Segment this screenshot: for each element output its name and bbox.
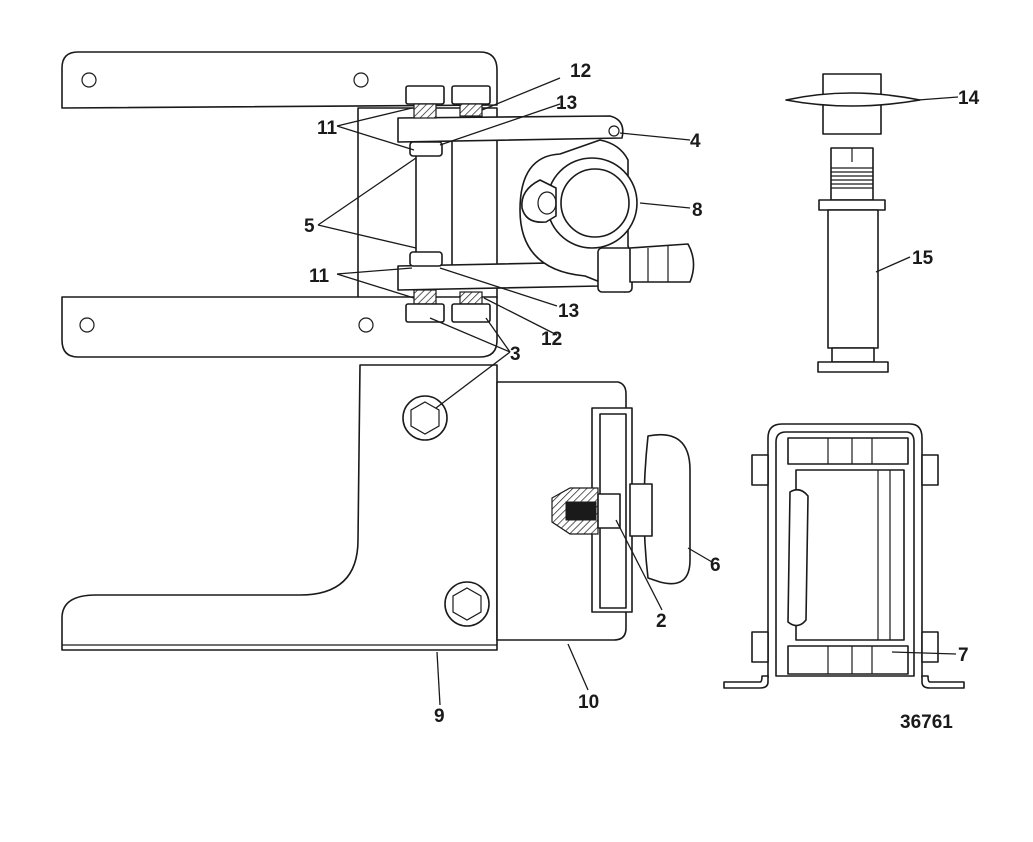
callout-3: 3: [510, 344, 521, 365]
bottom-washer-left: [413, 289, 437, 305]
part-14-cap: [785, 73, 921, 135]
bottom-washer-right: [459, 291, 483, 305]
side-top-block: [787, 437, 909, 465]
side-inner-body: [795, 469, 905, 641]
pivot-bushing-top: [409, 141, 443, 157]
callout-12-top: 12: [570, 61, 591, 82]
clamp-ear-hole: [537, 191, 557, 215]
bolt-lower-hex: [452, 587, 482, 621]
cap-flange: [785, 92, 921, 107]
bottom-nut-left: [405, 303, 445, 323]
callout-12-bottom: 12: [541, 329, 562, 350]
side-knob-bottom-right: [921, 631, 939, 663]
hinge-tube: [415, 139, 453, 269]
leader-lines: [317, 77, 959, 706]
callout-14: 14: [958, 88, 980, 109]
upper-arm-hole-right: [353, 72, 369, 88]
side-knob-top-right: [921, 454, 939, 486]
callout-8: 8: [692, 200, 703, 221]
side-knob-bottom-left: [751, 631, 769, 663]
clamp-ear: [521, 179, 557, 224]
bolt-lower: [444, 581, 490, 627]
callout-2: 2: [656, 611, 667, 632]
bottom-nut-right: [451, 303, 491, 323]
side-lever: [787, 488, 809, 627]
thumb-knob-stem: [629, 483, 653, 537]
callout-11-top: 11: [317, 118, 338, 139]
top-nut-left: [405, 85, 445, 105]
pin-shaft: [827, 209, 879, 349]
clamp-knob: [629, 243, 695, 283]
top-nut-right: [451, 85, 491, 105]
bottom-bracket-assembly: [61, 364, 691, 651]
callout-labels: 12 13 11 4 8 5 14 15 11 13 12 3 6 2 7 9 …: [304, 61, 980, 733]
lower-arm-hole-left: [79, 317, 95, 333]
pin-base: [831, 347, 875, 363]
top-bracket-assembly: [61, 51, 695, 358]
main-bracket-plate: [61, 364, 498, 651]
adjust-screw-collar: [597, 493, 621, 529]
side-knob-top-left: [751, 454, 769, 486]
side-view-assembly: [723, 423, 965, 689]
pin-collar: [818, 199, 886, 211]
lower-bracket-arm: [61, 296, 498, 358]
figure-number: 36761: [900, 712, 953, 733]
upper-arm-hole-left: [81, 72, 97, 88]
pin-knurl-lines: [831, 148, 873, 189]
top-washer-right: [459, 103, 483, 117]
top-washer-left: [413, 103, 437, 119]
part-15-pin: [817, 147, 889, 373]
callout-13-bottom: 13: [558, 301, 579, 322]
clamp-pivot-hole: [608, 125, 620, 137]
callout-10: 10: [578, 692, 599, 713]
side-foot-left: [723, 675, 769, 689]
clamp-boss: [597, 247, 633, 293]
callout-15: 15: [912, 248, 934, 269]
upper-clamp-arm: [397, 115, 624, 143]
callout-6: 6: [710, 555, 721, 576]
lower-arm-hole-right: [358, 317, 374, 333]
bolt-upper: [402, 395, 448, 441]
adjust-screw-core: [565, 501, 597, 521]
side-foot-right: [921, 675, 965, 689]
callout-13-top: 13: [556, 93, 577, 114]
callout-7: 7: [958, 645, 969, 666]
side-bottom-block: [787, 645, 909, 675]
clamp-ring-inner: [560, 168, 630, 238]
pin-foot: [817, 361, 889, 373]
callout-11-bottom: 11: [309, 266, 330, 287]
callout-4: 4: [690, 131, 701, 152]
upper-bracket-arm: [61, 51, 498, 109]
callout-5: 5: [304, 216, 315, 237]
callout-9: 9: [434, 706, 445, 727]
pivot-bushing-bottom: [409, 251, 443, 267]
bolt-upper-hex: [410, 401, 440, 435]
